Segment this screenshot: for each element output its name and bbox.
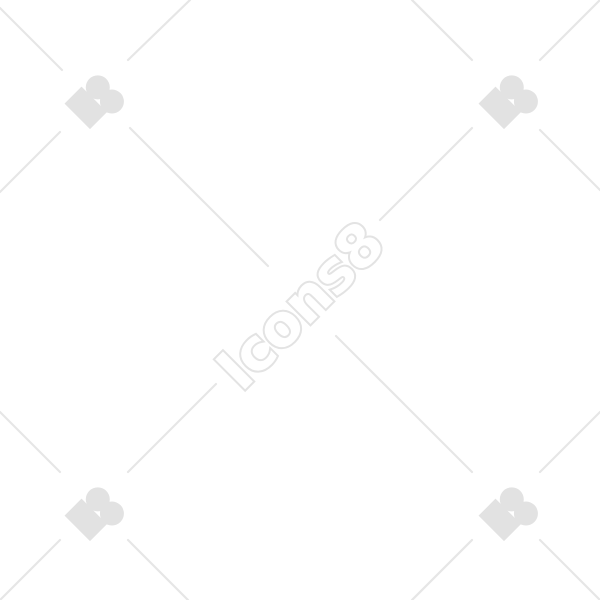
watermark-line (334, 334, 474, 474)
watermark-line (0, 6, 64, 72)
watermark-line (410, 0, 474, 62)
watermark-line (378, 126, 474, 222)
watermark-brand-text: Icons8 (203, 209, 397, 403)
watermark-line (0, 410, 62, 474)
watermark-line (410, 538, 474, 600)
watermark-line (538, 128, 600, 192)
watermark-line (126, 0, 192, 62)
watermark-line (538, 0, 600, 62)
icons8-logo-icon (478, 487, 538, 542)
watermark-line (0, 130, 62, 194)
watermark-line (0, 538, 62, 600)
icons8-logo-icon (64, 75, 124, 130)
icons8-logo-icon (64, 487, 124, 542)
watermark-line (538, 410, 600, 474)
watermark-line (538, 538, 600, 600)
watermark-line (128, 126, 270, 268)
icons8-logo-icon (478, 75, 538, 130)
watermark-line (126, 538, 190, 600)
watermark-line (126, 382, 218, 474)
